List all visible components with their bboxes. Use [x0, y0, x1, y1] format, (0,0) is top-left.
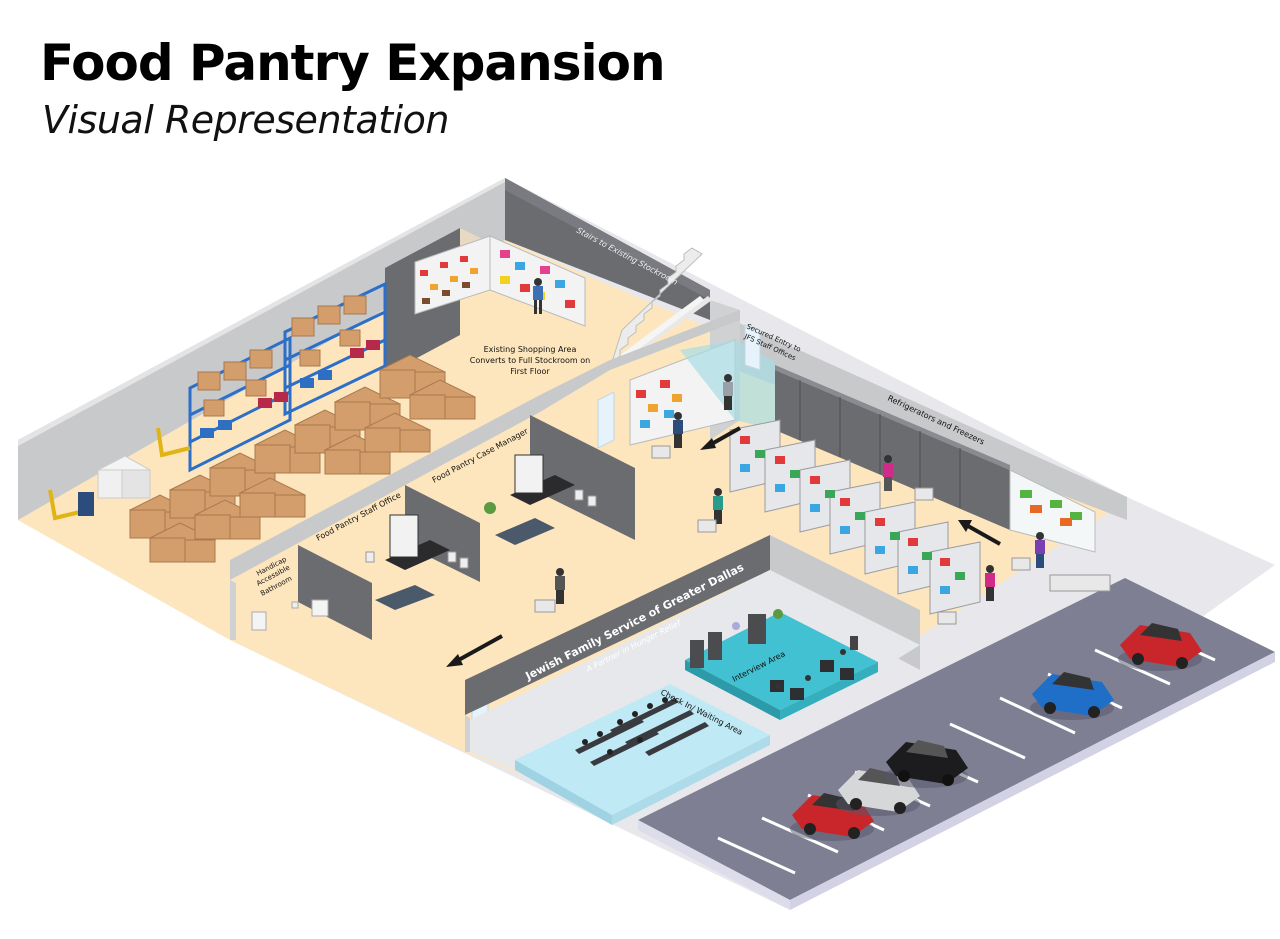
- person-icon: [673, 412, 683, 448]
- label-shopping-area-3: First Floor: [510, 367, 550, 376]
- box-icon: [200, 370, 332, 438]
- car-icon: [1030, 672, 1114, 720]
- stairs-icon: [611, 247, 712, 365]
- office-left-wall: [230, 580, 236, 640]
- right-back-wall: [710, 310, 1127, 520]
- label-shopping-area-2: Converts to Full Stockroom on: [470, 356, 590, 365]
- checkin-room: [515, 684, 770, 825]
- person-icon: [533, 278, 543, 314]
- refrigerator-icon: [775, 365, 1096, 553]
- toilet-icon: [251, 599, 329, 631]
- pallet-boxes: [128, 354, 477, 563]
- pallet-stack-white: [96, 455, 152, 499]
- person-icon: [1035, 532, 1045, 568]
- pallet-jack-icon: [48, 427, 191, 521]
- shopping-cart-icon: [534, 445, 1111, 625]
- box-icon: [258, 340, 380, 408]
- interview-room: [685, 609, 878, 720]
- person-icon: [883, 455, 893, 491]
- person-icon: [985, 565, 995, 601]
- case-manager-wall: [530, 415, 635, 540]
- grocery-items: [740, 436, 965, 594]
- desk-icon: [365, 514, 469, 610]
- bathroom-wall: [298, 545, 372, 640]
- box-icon: [197, 295, 367, 417]
- label-shopping-area-1: Existing Shopping Area: [484, 345, 577, 354]
- person-icon: [713, 488, 723, 524]
- car-icon: [884, 740, 968, 788]
- warehouse-office-wall: [230, 395, 540, 580]
- person-icon: [723, 374, 733, 410]
- car-icon: [1118, 623, 1202, 671]
- jfs-front-wall: [465, 535, 770, 715]
- arrow-icon: [446, 426, 1001, 667]
- person-icon: [555, 568, 565, 604]
- page-subtitle: Visual Representation: [42, 98, 450, 142]
- page-title: Food Pantry Expansion: [40, 34, 666, 92]
- back-left-wall: [18, 178, 505, 520]
- trash-bin-icon: [78, 492, 94, 516]
- desk-icon: [484, 454, 597, 545]
